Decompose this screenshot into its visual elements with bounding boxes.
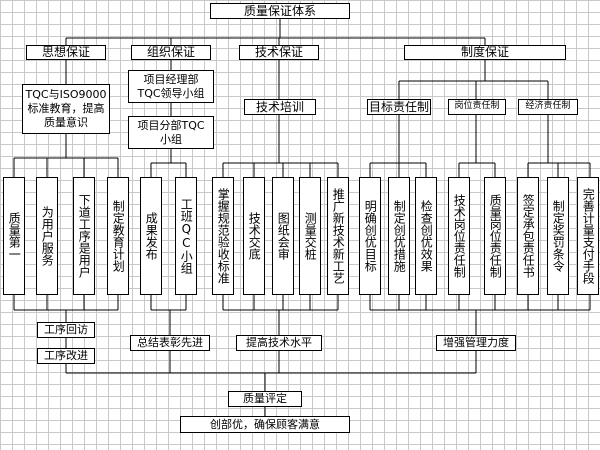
leaf-next-process-user: 下道工序是用户	[73, 177, 95, 295]
target-responsibility-box: 目标责任制	[367, 99, 431, 115]
raise-tech-level-box: 提高技术水平	[236, 335, 322, 351]
leaf-reward-penalty: 制定奖罚条令	[547, 177, 569, 295]
leaf-quality-first: 质量第一	[3, 177, 25, 295]
category-system: 制度保证	[404, 45, 566, 60]
leaf-acceptance-standards: 掌握规范验收标准	[212, 177, 234, 295]
return-visit-box: 工序回访	[37, 322, 95, 338]
leaf-results-release: 成果发布	[140, 177, 162, 295]
category-organization: 组织保证	[131, 45, 211, 60]
category-technical: 技术保证	[239, 45, 319, 60]
leaf-education-plan: 制定教育计划	[107, 177, 129, 295]
leaf-excellence-measures: 制定创优措施	[388, 177, 410, 295]
leaf-quality-post-responsibility: 质量岗位责任制	[484, 177, 506, 295]
leaf-metering-payment: 完善计量支付手段	[577, 177, 599, 295]
tqc-education-box: TQC与ISO9000标准教育，提高质量意识	[22, 84, 110, 134]
quality-evaluation-box: 质量评定	[228, 391, 302, 407]
diagram-title: 质量保证体系	[210, 3, 350, 19]
leaf-survey-handover: 测量交桩	[299, 177, 321, 295]
leaf-new-technology: 推广新技术新工艺	[327, 177, 349, 295]
strengthen-management-box: 增强管理力度	[436, 335, 516, 351]
pm-tqc-leadership-box: 项目经理部TQC领导小组	[128, 70, 214, 103]
leaf-team-qc-group: 工班QC小组	[175, 177, 197, 295]
post-responsibility-box: 岗位责任制	[448, 99, 506, 115]
branch-tqc-box: 项目分部TQC小组	[128, 116, 214, 149]
leaf-excellence-target: 明确创优目标	[359, 177, 381, 295]
customer-satisfaction-box: 创部优，确保顾客满意	[180, 416, 350, 433]
leaf-excellence-check: 检查创优效果	[415, 177, 437, 295]
category-ideology: 思想保证	[26, 45, 106, 60]
tech-training-box: 技术培训	[244, 99, 316, 115]
leaf-drawing-review: 图纸会审	[272, 177, 294, 295]
summarize-commend-box: 总结表彰先进	[130, 335, 210, 351]
leaf-technical-briefing: 技术交底	[243, 177, 265, 295]
process-improvement-box: 工序改进	[37, 348, 95, 364]
leaf-serve-users: 为用户服务	[36, 177, 58, 295]
leaf-tech-post-responsibility: 技术岗位责任制	[448, 177, 470, 295]
economic-responsibility-box: 经济责任制	[518, 99, 578, 115]
leaf-contract-responsibility: 签定承包责任书	[517, 177, 539, 295]
